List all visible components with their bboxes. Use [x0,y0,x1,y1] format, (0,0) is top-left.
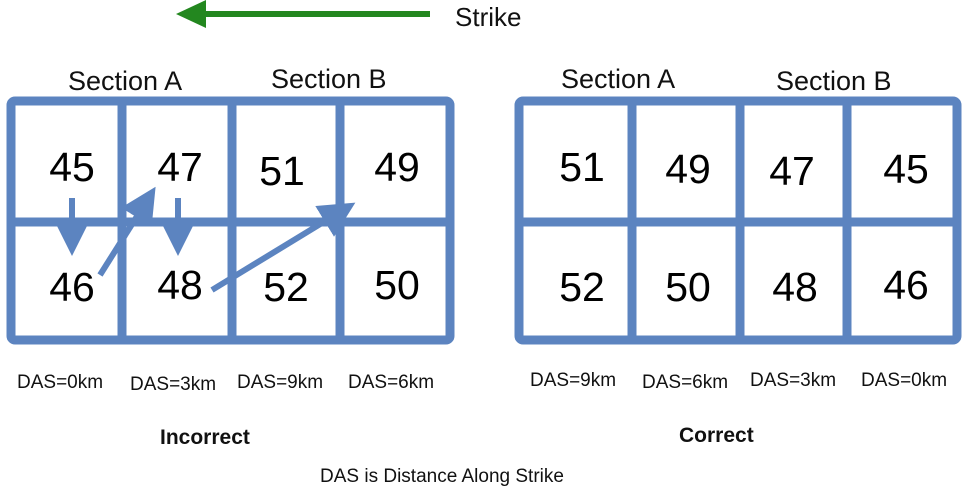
footnote: DAS is Distance Along Strike [320,466,564,487]
correct-section-b-label: Section B [776,66,892,96]
correct-das-4: DAS=0km [861,370,948,391]
incorrect-das-2: DAS=3km [130,374,217,395]
arrow-46-to-47 [97,186,156,277]
strike-label: Strike [455,2,522,32]
incorrect-cell-bottom-2: 48 [157,262,203,308]
incorrect-cell-top-1: 45 [49,144,95,190]
incorrect-section-b-label: Section B [271,64,387,94]
incorrect-cell-bottom-4: 50 [374,262,420,308]
strike-arrow [176,0,430,28]
correct-title: Correct [679,424,754,447]
incorrect-cell-bottom-3: 52 [263,264,309,310]
correct-cell-top-2: 49 [665,146,711,192]
correct-cell-top-3: 47 [769,148,815,194]
correct-cell-bottom-3: 48 [772,264,818,310]
incorrect-cell-top-2: 47 [157,144,203,190]
correct-cell-bottom-4: 46 [883,262,929,308]
correct-cell-bottom-2: 50 [665,264,711,310]
correct-das-3: DAS=3km [750,370,837,391]
correct-das-1: DAS=9km [530,370,617,391]
incorrect-das-1: DAS=0km [17,372,104,393]
incorrect-das-3: DAS=9km [237,372,324,393]
incorrect-cell-top-3: 51 [259,148,305,194]
correct-das-2: DAS=6km [642,372,729,393]
correct-grid [514,96,962,345]
incorrect-das-4: DAS=6km [348,372,435,393]
incorrect-section-a-label: Section A [68,66,183,96]
correct-cell-bottom-1: 52 [559,264,605,310]
arrow-48-to-49 [210,202,356,293]
incorrect-order-arrows [54,186,356,293]
correct-cell-top-4: 45 [883,146,929,192]
incorrect-cell-top-4: 49 [374,144,420,190]
incorrect-title: Incorrect [160,426,250,449]
correct-section-a-label: Section A [561,64,676,94]
correct-cell-top-1: 51 [559,144,605,190]
incorrect-cell-bottom-1: 46 [49,264,95,310]
